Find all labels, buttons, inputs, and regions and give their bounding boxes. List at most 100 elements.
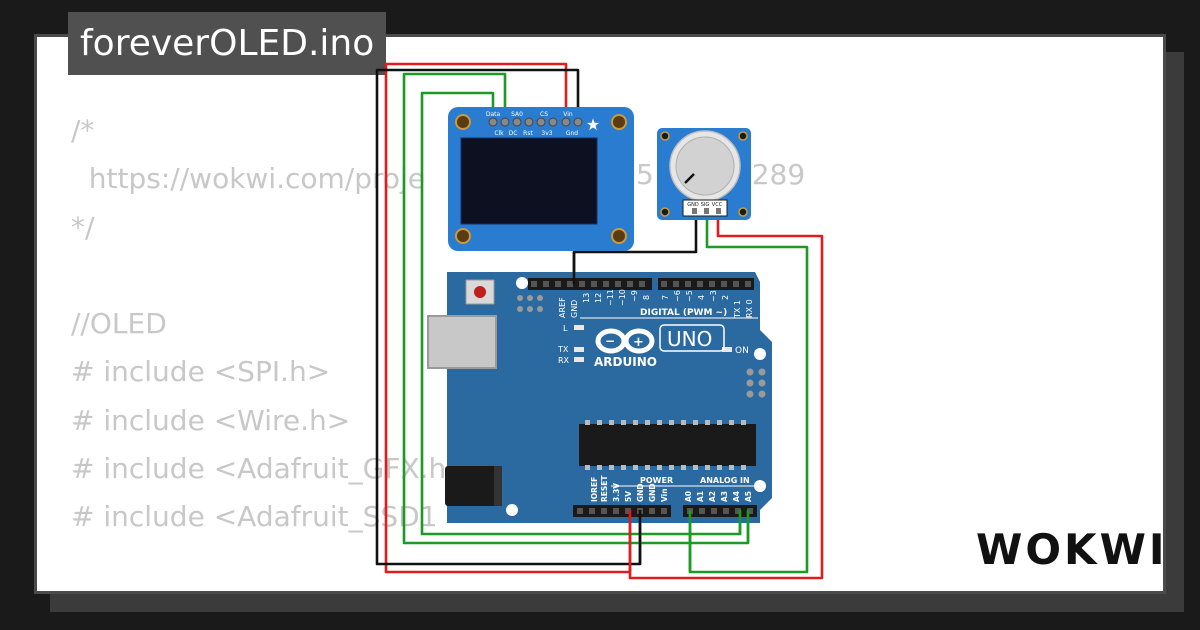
oled-mount-hole xyxy=(455,114,471,130)
board-mount-hole xyxy=(516,277,528,289)
wire-overlay xyxy=(572,252,750,572)
pin-label-ioref: IOREF xyxy=(590,477,599,502)
pin-label-a3: A3 xyxy=(720,491,729,502)
power-jack-edge xyxy=(494,466,502,506)
pin-label-3: ~3 xyxy=(709,290,718,302)
code-preview: /* https://wokwi.com/proje */ //OLED # i… xyxy=(71,114,447,534)
potentiometer[interactable]: GND SIG VCC xyxy=(657,128,751,220)
analog-section-label: ANALOG IN xyxy=(700,476,750,485)
oled-label-3v3: 3v3 xyxy=(541,130,552,137)
digital-section-label: DIGITAL (PWM ~) xyxy=(640,308,727,318)
pot-mount-hole xyxy=(660,131,670,141)
led-label-rx: RX xyxy=(558,356,570,365)
arduino-brand: ARDUINO xyxy=(594,355,657,369)
oled-label-rst: Rst xyxy=(523,130,533,137)
usb-port[interactable] xyxy=(427,315,497,369)
pot-label-gnd: GND xyxy=(687,202,699,208)
pot-knob-indicator xyxy=(684,173,695,184)
reset-button[interactable] xyxy=(474,286,486,298)
pin-label-gnd1: GND xyxy=(636,483,645,502)
oled-mount-hole xyxy=(611,228,627,244)
pin-label-7: 7 xyxy=(661,295,670,300)
led-label-tx: TX xyxy=(557,345,569,354)
oled-screen xyxy=(460,137,598,225)
wokwi-logo[interactable]: WOKWI xyxy=(976,525,1168,574)
led-label-on: ON xyxy=(735,346,749,356)
pin-label-tx: TX 1 xyxy=(733,300,742,319)
pin-label-gnd2: GND xyxy=(648,483,657,502)
led-l xyxy=(574,325,584,330)
pot-knob[interactable] xyxy=(675,136,735,196)
led-rx xyxy=(574,357,584,362)
digital-header-right[interactable] xyxy=(658,278,754,290)
pot-mount-hole xyxy=(738,207,748,217)
pin-label-vin: Vin xyxy=(660,488,669,502)
pin-label-13: 13 xyxy=(582,293,591,303)
plus-glyph: + xyxy=(633,335,644,350)
pin-label-10: ~10 xyxy=(618,289,627,306)
pot-mount-hole xyxy=(660,207,670,217)
oled-label-sa0: SA0 xyxy=(511,111,523,118)
arduino-uno[interactable]: AREF GND 13 12 ~11 ~10 ~9 8 7 ~6 ~5 4 ~3… xyxy=(427,272,772,523)
sketch-title[interactable]: foreverOLED.ino xyxy=(68,12,387,75)
pin-label-a0: A0 xyxy=(684,491,693,502)
board-mount-hole xyxy=(506,504,518,516)
board-mount-hole xyxy=(754,348,766,360)
pot-label-sig: SIG xyxy=(701,202,710,208)
pot-label-vcc: VCC xyxy=(712,202,723,208)
oled-label-data: Data xyxy=(486,111,501,118)
pin-label-9: ~9 xyxy=(630,290,639,302)
power-jack[interactable] xyxy=(445,466,501,506)
oled-display[interactable]: Data SA0 CS Vin Clk DC Rst 3v3 Gnd ★ xyxy=(448,107,634,251)
atmega-chip xyxy=(579,424,756,466)
pin-label-12: 12 xyxy=(594,293,603,303)
wire-pot-vcc-red[interactable] xyxy=(628,208,824,580)
led-label-l: L xyxy=(563,324,568,333)
pin-label-a2: A2 xyxy=(708,491,717,502)
led-on xyxy=(722,347,732,352)
star-icon: ★ xyxy=(586,115,600,134)
pot-mount-hole xyxy=(738,131,748,141)
pin-label-gnd: GND xyxy=(570,300,579,318)
chip-pins xyxy=(585,420,746,470)
digital-pin-labels: AREF GND 13 12 ~11 ~10 ~9 8 7 ~6 ~5 4 ~3… xyxy=(558,289,754,319)
oled-mount-hole xyxy=(455,228,471,244)
power-section-label: POWER xyxy=(640,476,673,485)
pin-label-6: ~6 xyxy=(673,290,682,302)
uno-badge xyxy=(659,324,725,352)
pin-label-a5: A5 xyxy=(744,491,753,502)
digital-header-pins xyxy=(531,281,751,287)
oled-label-cs: CS xyxy=(540,111,548,118)
oled-label-vin: Vin xyxy=(563,111,573,118)
pin-label-5: ~5 xyxy=(685,290,694,302)
oled-header-pins[interactable] xyxy=(488,117,583,127)
power-pin-labels: IOREF RESET 3.3V 5V GND GND Vin xyxy=(590,475,669,502)
pin-label-2: 2 xyxy=(721,295,730,300)
icsp-header-top xyxy=(517,295,543,312)
oled-label-clk: Clk xyxy=(494,130,504,137)
oled-mount-hole xyxy=(611,114,627,130)
icsp-header-right xyxy=(746,368,766,398)
oled-label-dc: DC xyxy=(509,130,518,137)
uno-label: UNO xyxy=(667,327,712,351)
pin-label-a4: A4 xyxy=(732,491,741,502)
arduino-infinity-logo xyxy=(595,328,655,354)
analog-pin-labels: A0 A1 A2 A3 A4 A5 xyxy=(684,491,753,502)
pin-label-a1: A1 xyxy=(696,491,705,502)
pin-label-3v3: 3.3V xyxy=(612,483,621,502)
pin-label-8: 8 xyxy=(642,295,651,300)
bottom-header-pins xyxy=(577,508,753,514)
analog-header[interactable] xyxy=(683,505,757,517)
pin-label-11: ~11 xyxy=(606,289,615,306)
minus-glyph: − xyxy=(605,334,615,348)
pin-label-reset: RESET xyxy=(600,475,609,502)
pin-label-5v: 5V xyxy=(624,491,633,502)
led-tx xyxy=(574,347,584,352)
power-header[interactable] xyxy=(573,505,671,517)
pin-label-4: 4 xyxy=(697,295,706,300)
pin-label-aref: AREF xyxy=(558,297,567,318)
pin-label-rx: RX 0 xyxy=(745,299,754,318)
oled-label-gnd: Gnd xyxy=(566,130,578,137)
pot-pins[interactable] xyxy=(692,208,721,214)
